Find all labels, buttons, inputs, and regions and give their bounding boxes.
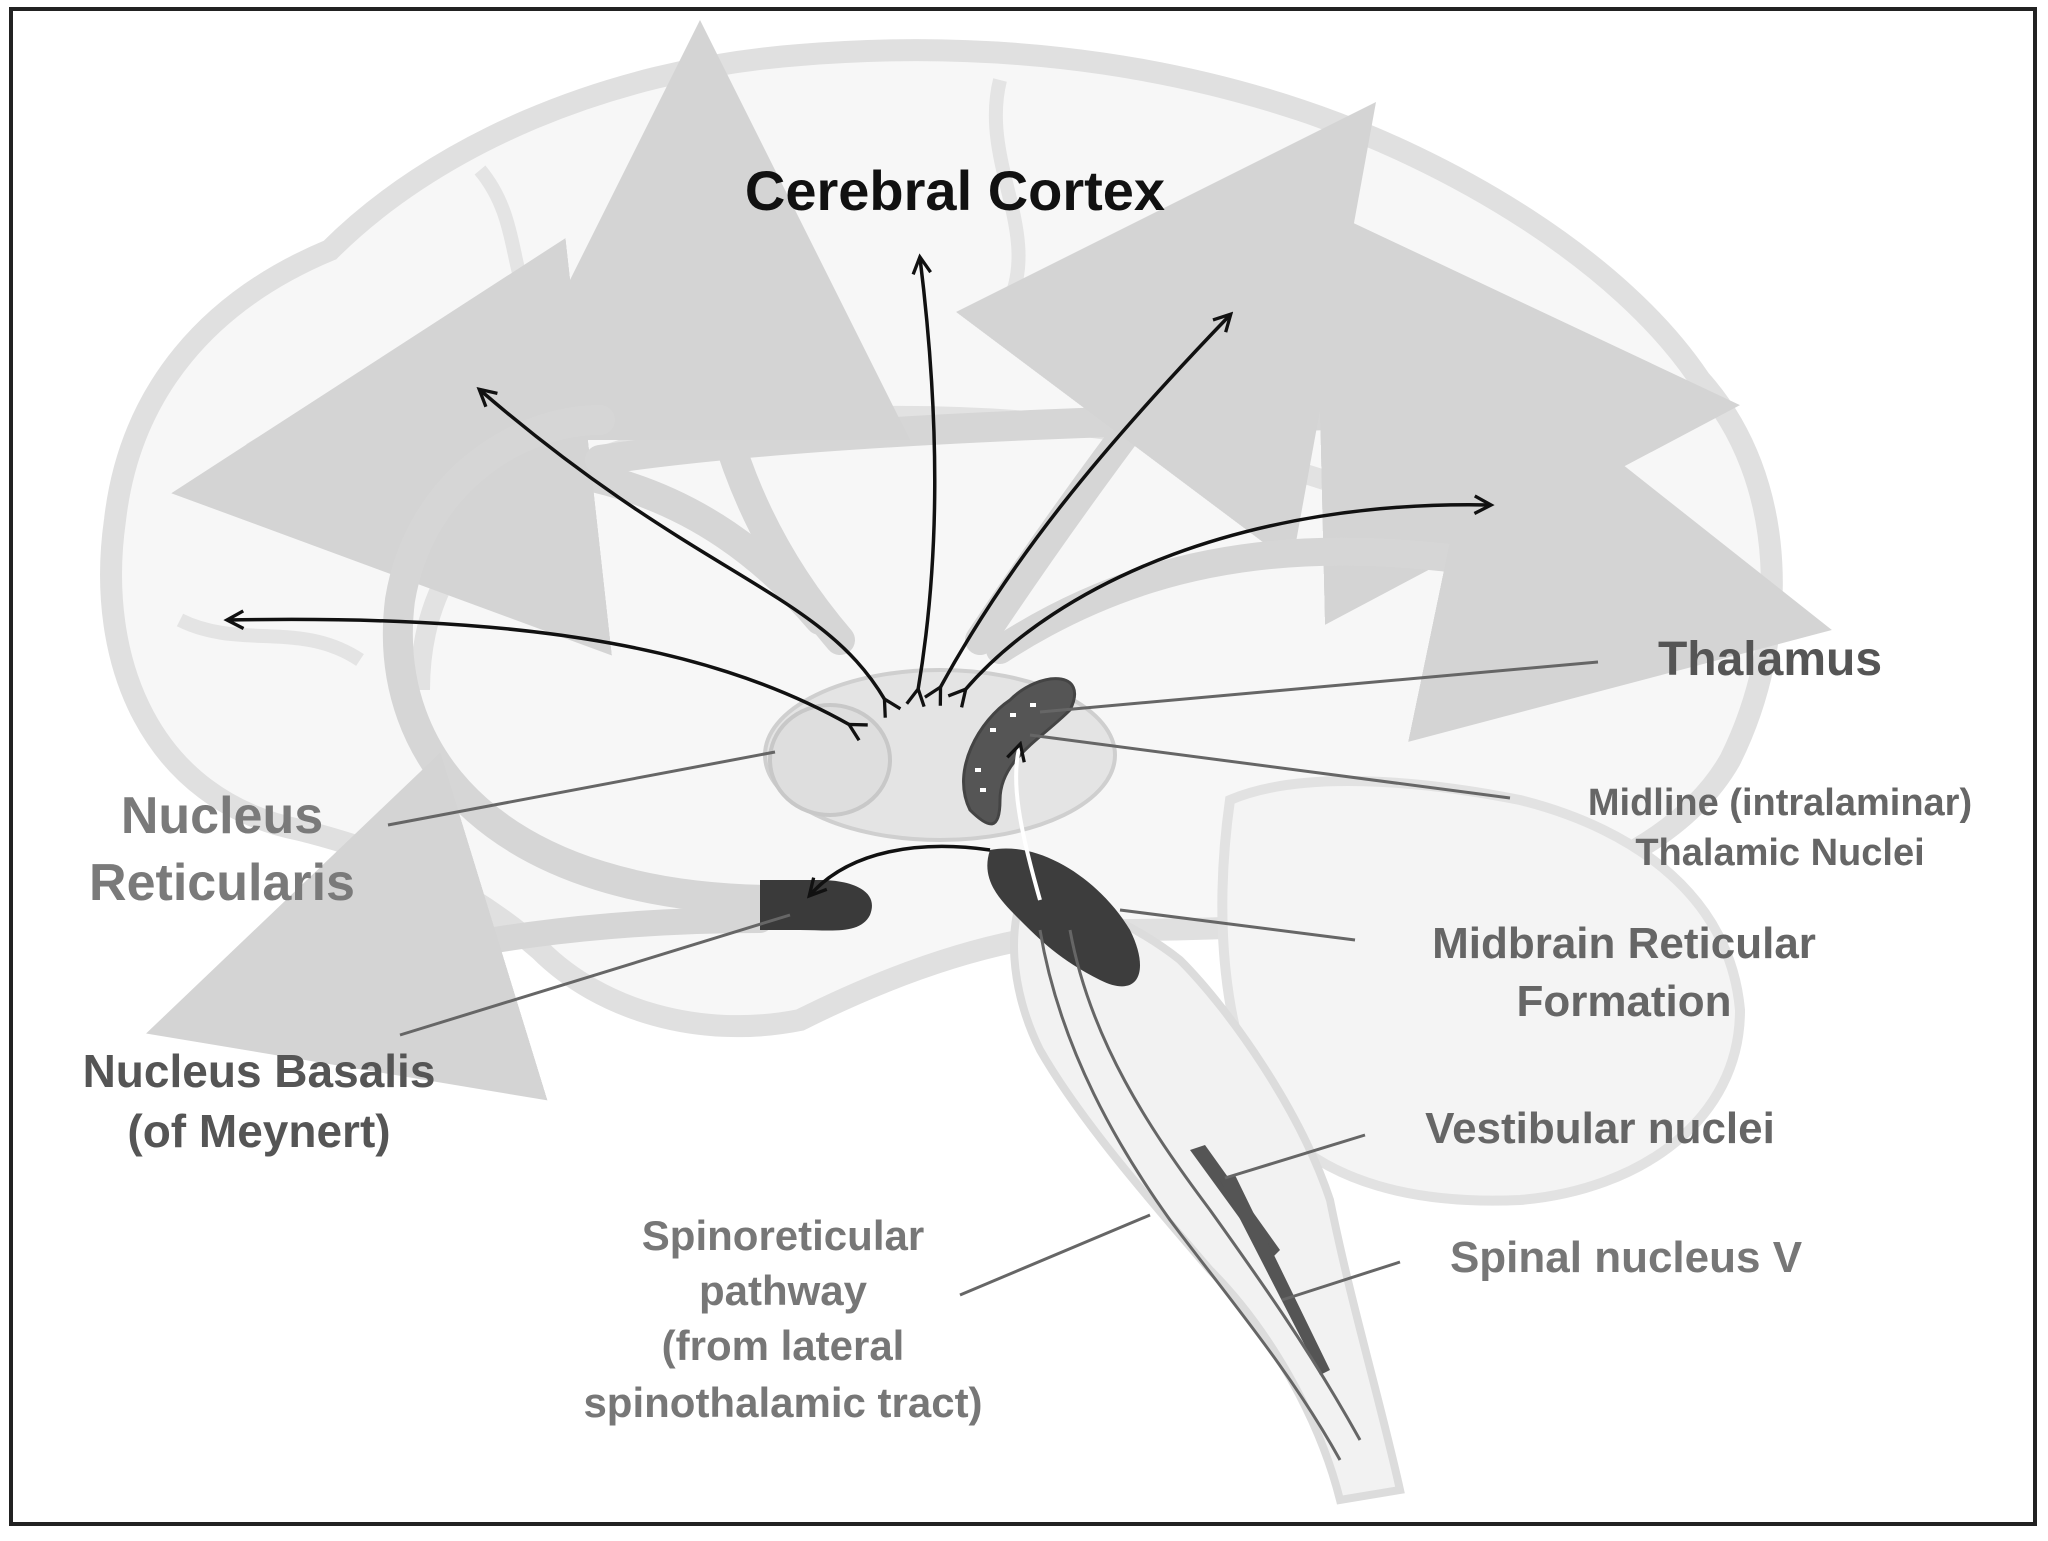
label-midbrain-line2: Formation	[1516, 977, 1731, 1026]
label-thalamus: Thalamus	[1658, 633, 1882, 686]
label-midline-line2: Thalamic Nuclei	[1635, 832, 1924, 874]
labels: Cerebral Cortex Thalamus Midline (intral…	[83, 159, 1973, 1426]
arrow-to-frontal-lobe	[228, 619, 850, 725]
nucleus-reticularis-shape	[768, 703, 892, 817]
label-vestibular: Vestibular nuclei	[1425, 1104, 1775, 1153]
label-midline-line1: Midline (intralaminar)	[1588, 782, 1972, 824]
leader-midline	[1029, 733, 1511, 800]
label-spinoreticular-line1: Spinoreticular	[642, 1212, 924, 1259]
leader-vestibular	[1224, 1133, 1366, 1180]
arrow-to-midline-nuclei	[1016, 745, 1042, 901]
label-spinoreticular-line4: spinothalamic tract)	[583, 1379, 982, 1426]
leader-spinal-nucleus	[1281, 1260, 1401, 1302]
arrow-to-occipital-cortex	[965, 505, 1490, 690]
leader-thalamus	[1039, 660, 1599, 714]
leader-spinoreticular	[959, 1213, 1151, 1297]
leader-lines	[387, 660, 1599, 1302]
projection-arrows	[228, 258, 1490, 901]
label-nucleus-basalis-line2: (of Meynert)	[127, 1105, 390, 1157]
label-spinoreticular-line3: (from lateral	[662, 1322, 905, 1369]
spinoreticular-tract-2	[1068, 929, 1362, 1441]
spinal-nucleus-v-shape	[1220, 1175, 1330, 1375]
nucleus-basalis-shape	[760, 880, 872, 931]
label-nucleus-reticularis-line1: Nucleus	[121, 787, 323, 845]
label-cerebral-cortex: Cerebral Cortex	[745, 159, 1165, 222]
leader-nucleus-reticularis	[387, 750, 776, 827]
label-nucleus-basalis-line1: Nucleus Basalis	[83, 1045, 436, 1097]
arrow-to-nucleus-basalis	[810, 844, 991, 895]
leader-midbrain	[1119, 908, 1356, 942]
label-spinal-nucleus: Spinal nucleus V	[1450, 1233, 1803, 1282]
label-spinoreticular-line2: pathway	[699, 1267, 868, 1314]
leader-nucleus-basalis	[399, 913, 791, 1037]
spinoreticular-tract	[1038, 929, 1342, 1461]
faint-pathway-basal-front	[146, 752, 773, 1101]
label-nucleus-reticularis-line2: Reticularis	[89, 854, 355, 912]
midbrain-reticular-formation-shape	[987, 848, 1140, 987]
label-midbrain-line1: Midbrain Reticular	[1432, 919, 1816, 968]
